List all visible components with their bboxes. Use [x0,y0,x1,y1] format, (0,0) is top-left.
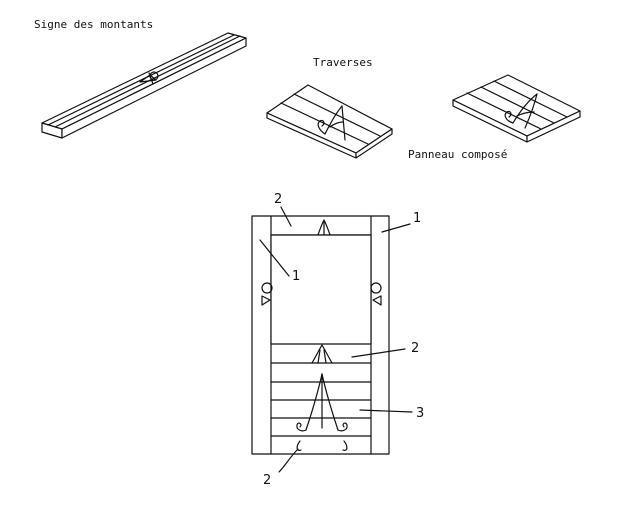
traverse-1-side [355,128,393,159]
top-rail-mark-icon [317,219,331,236]
stile-board [41,32,247,139]
leader-top-rail [280,206,292,227]
middle-rail-mark-icon [311,344,333,364]
callout-top-rail: 2 [274,192,282,207]
door-front-view: 2 1 1 2 3 2 [251,192,424,488]
caption-panneau-compose: Panneau composé [408,148,507,161]
stile-mark-icon [139,71,159,85]
leader-inner-stile [259,239,290,277]
stile-board-side [61,37,247,139]
leader-bottom-rail [278,448,299,473]
leader-middle-rail [351,348,406,358]
caption-traverses: Traverses [313,56,373,69]
right-stile-mark-icon [370,282,382,306]
panel-a-mark-icon [296,373,348,451]
leader-panel [359,409,413,413]
callout-middle-rail: 2 [411,341,419,356]
traverse-2-side [526,110,581,143]
callout-inner-stile: 1 [292,269,300,284]
upper-panel [270,234,372,345]
leader-right-stile [381,223,411,233]
callout-panel: 3 [416,406,424,421]
traverse-1-a-mark-icon [317,105,346,141]
stile-board-seam-1 [47,34,235,126]
left-stile-mark-icon [261,282,273,306]
callout-right-stile: 1 [413,211,421,226]
traverse-board-1 [266,84,393,159]
traverse-board-2 [452,74,581,143]
callout-bottom-rail: 2 [263,473,271,488]
traverse-2-a-mark-icon [504,93,538,129]
traverse-2-top [452,74,581,137]
caption-signe-des-montants: Signe des montants [34,18,153,31]
